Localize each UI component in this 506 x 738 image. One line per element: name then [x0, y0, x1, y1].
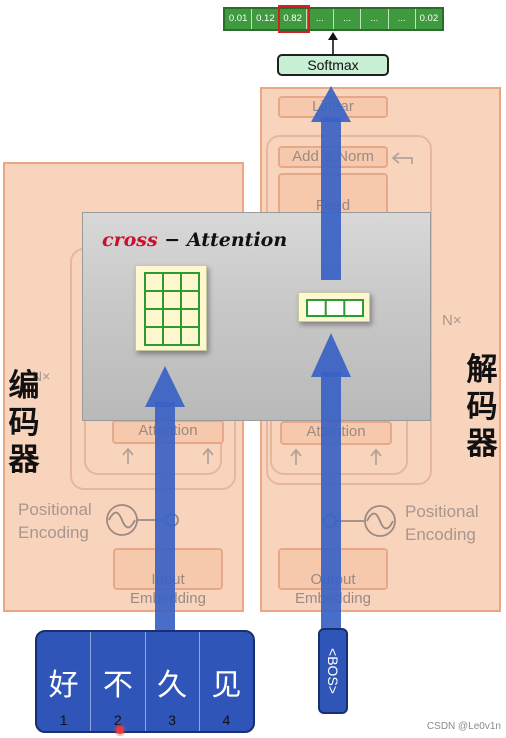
softmax-block: Softmax — [277, 54, 389, 76]
cursor-dot-icon — [116, 726, 124, 734]
input-token-index: 3 — [168, 712, 177, 728]
prob-cell: ... — [361, 9, 389, 29]
input-token: 见 4 — [200, 632, 253, 731]
input-token-char: 久 — [157, 668, 188, 703]
encoder-nx-label: N× — [32, 368, 51, 384]
encoder-output-matrix — [135, 265, 207, 351]
max-probability-highlight — [278, 5, 310, 33]
input-token-index: 1 — [59, 712, 68, 728]
prob-cell: 0.02 — [419, 13, 439, 24]
softmax-label: Softmax — [307, 57, 359, 73]
decoder-query-grid — [306, 299, 364, 317]
prob-cell: ... — [389, 9, 416, 29]
input-token: 久 3 — [146, 632, 200, 731]
input-token-char: 见 — [211, 668, 242, 703]
bos-token-box: <BOS> — [318, 628, 348, 714]
decoder-flow-arrow-upper — [311, 86, 351, 280]
decoder-nx-label: N× — [442, 312, 462, 329]
softmax-output-arrow — [328, 32, 338, 54]
input-token-char: 好 — [48, 668, 79, 703]
input-token-char: 不 — [102, 668, 133, 703]
cross-attention-title-cross: cross — [102, 229, 158, 251]
decoder-flow-arrow-lower — [311, 333, 351, 629]
prob-cell-highlighted: 0.82 — [280, 9, 307, 29]
input-token-index: 2 — [113, 712, 122, 728]
decoder-residual-arrows — [290, 448, 382, 465]
decoder-positional-label: Positional Encoding — [405, 502, 479, 544]
prob-cell: 0.01 — [225, 9, 253, 29]
encoder-residual-arrows — [122, 447, 214, 464]
input-token-index: 4 — [222, 712, 231, 728]
prob-cell: ... — [307, 9, 334, 29]
decoder-query-vector — [298, 292, 370, 322]
encoder-output-grid — [144, 272, 200, 346]
encoder-flow-arrow — [145, 366, 185, 632]
input-token-box: 好 1 不 2 久 3 见 4 — [35, 630, 255, 733]
cross-attention-title: cross − Attention — [102, 229, 287, 251]
encoder-side-label: 编 码 器 — [8, 368, 40, 478]
watermark: CSDN @Le0v1n — [426, 721, 501, 732]
encoder-positional-label: Positional Encoding — [18, 500, 92, 542]
input-token: 不 2 — [91, 632, 146, 731]
prob-cell: ... — [334, 9, 362, 29]
cross-attention-title-attention: − Attention — [164, 229, 288, 251]
prob-cell: 0.12 — [252, 9, 280, 29]
input-token: 好 1 — [37, 632, 92, 731]
bos-token-label: <BOS> — [325, 648, 341, 694]
decoder-residual-arrow-top — [391, 152, 413, 164]
output-probability-bar: 0.01 0.12 0.82 ... ... ... ... 0.02 — [223, 7, 444, 31]
decoder-side-label: 解 码 器 — [466, 352, 498, 462]
